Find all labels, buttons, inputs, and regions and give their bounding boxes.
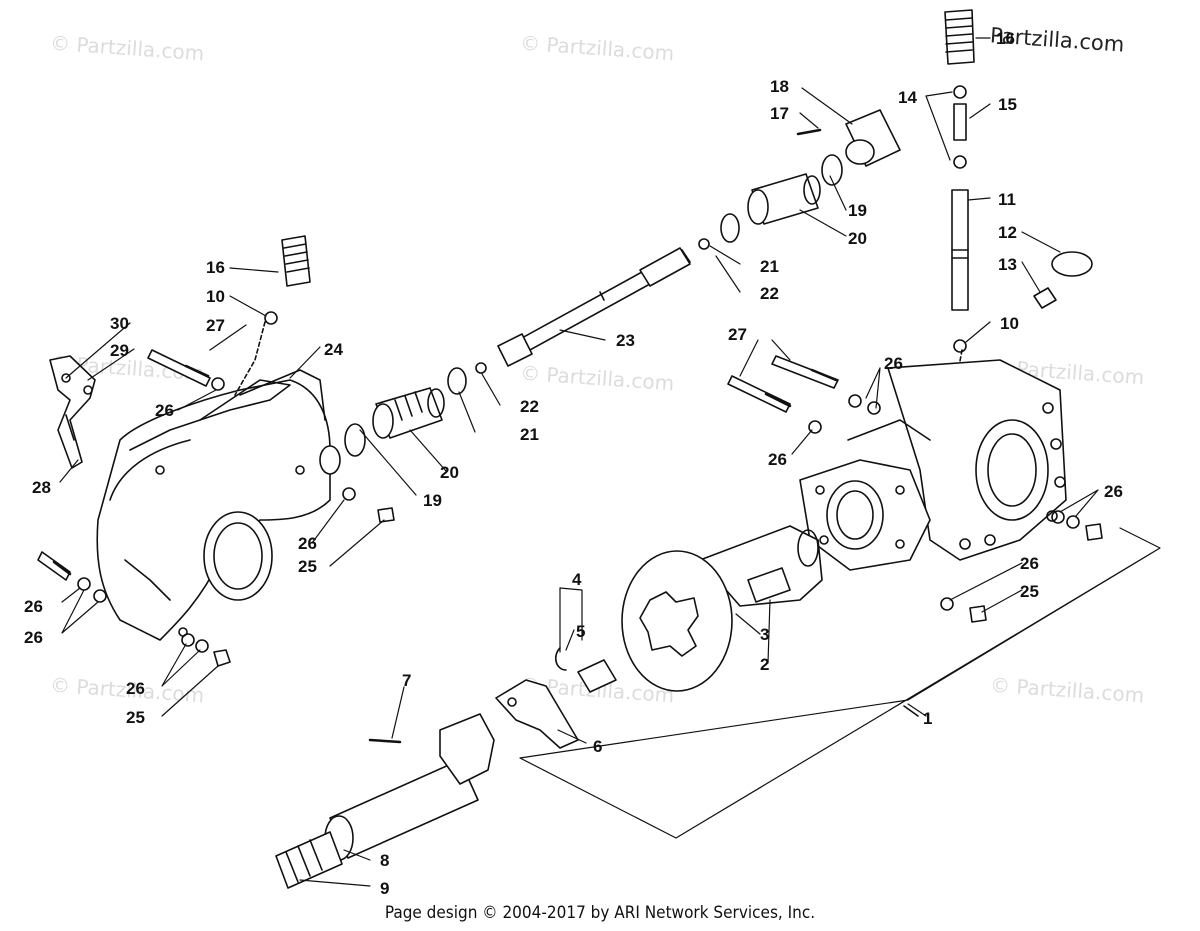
callout-label: 30 [110,314,129,333]
callout-label: 25 [298,557,317,576]
callout-labels: 1 2 3 4 5 6 7 8 9 10 10 11 12 13 14 15 1… [24,29,1123,898]
callout-label: 11 [998,190,1016,209]
callout-label: 27 [206,316,225,335]
callout-label: 5 [576,622,585,641]
callout-label: 26 [884,354,903,373]
rear-differential-housing [799,359,1067,571]
callout-label: 26 [1020,554,1039,573]
right-boot-assembly [720,154,843,243]
left-bolts [37,349,395,667]
callout-label: 13 [998,255,1017,274]
callout-label: 7 [402,671,411,690]
callout-label: 19 [848,201,867,220]
callout-label: 26 [24,628,43,647]
callout-label: 15 [998,95,1017,114]
callout-label: 8 [380,851,389,870]
callout-label: 26 [24,597,43,616]
callout-label: 6 [593,737,602,756]
callout-label: 21 [760,257,779,276]
callout-label: 1 [923,709,932,728]
callout-label: 17 [770,104,789,123]
left-gearcase-housing [96,369,341,641]
callout-label: 25 [126,708,145,727]
vent-hose-left [234,235,311,396]
callout-label: 29 [110,341,129,360]
callout-label: 10 [206,287,225,306]
callout-label: 20 [848,229,867,248]
callout-label: 12 [998,223,1017,242]
output-shaft [275,713,495,889]
callout-label: 18 [770,77,789,96]
callout-label: 4 [572,570,582,589]
universal-joint [554,647,617,693]
lower-yoke [495,679,579,749]
vent-hose-right [944,9,1093,373]
callout-label: 2 [760,655,769,674]
callout-label: 26 [1104,482,1123,501]
callout-label: 28 [32,478,51,497]
callout-label: 22 [520,397,539,416]
callout-label: 26 [126,679,145,698]
callout-label: 23 [616,331,635,350]
center-drive-shaft [497,238,710,367]
callout-label: 14 [898,88,917,107]
callout-label: 9 [380,879,389,898]
brake-disc [621,550,733,692]
callout-label: 22 [760,284,779,303]
right-bolts [727,355,1103,623]
callout-label: 27 [728,325,747,344]
shift-arm [49,355,96,469]
callout-label: 24 [324,340,343,359]
callout-label: 3 [760,625,769,644]
left-boot-assembly [344,362,487,457]
callout-label: 26 [768,450,787,469]
callout-label: 26 [155,401,174,420]
copyright-footer: Page design © 2004-2017 by ARI Network S… [384,903,816,923]
callout-label: 20 [440,463,459,482]
callout-label: 25 [1020,582,1039,601]
callout-label: 21 [520,425,539,444]
callout-label: 26 [298,534,317,553]
callout-label: 19 [423,491,442,510]
callout-label: 16 [996,29,1015,48]
callout-label: 10 [1000,314,1019,333]
callout-label: 16 [206,258,225,277]
bearing-flange [796,109,901,167]
